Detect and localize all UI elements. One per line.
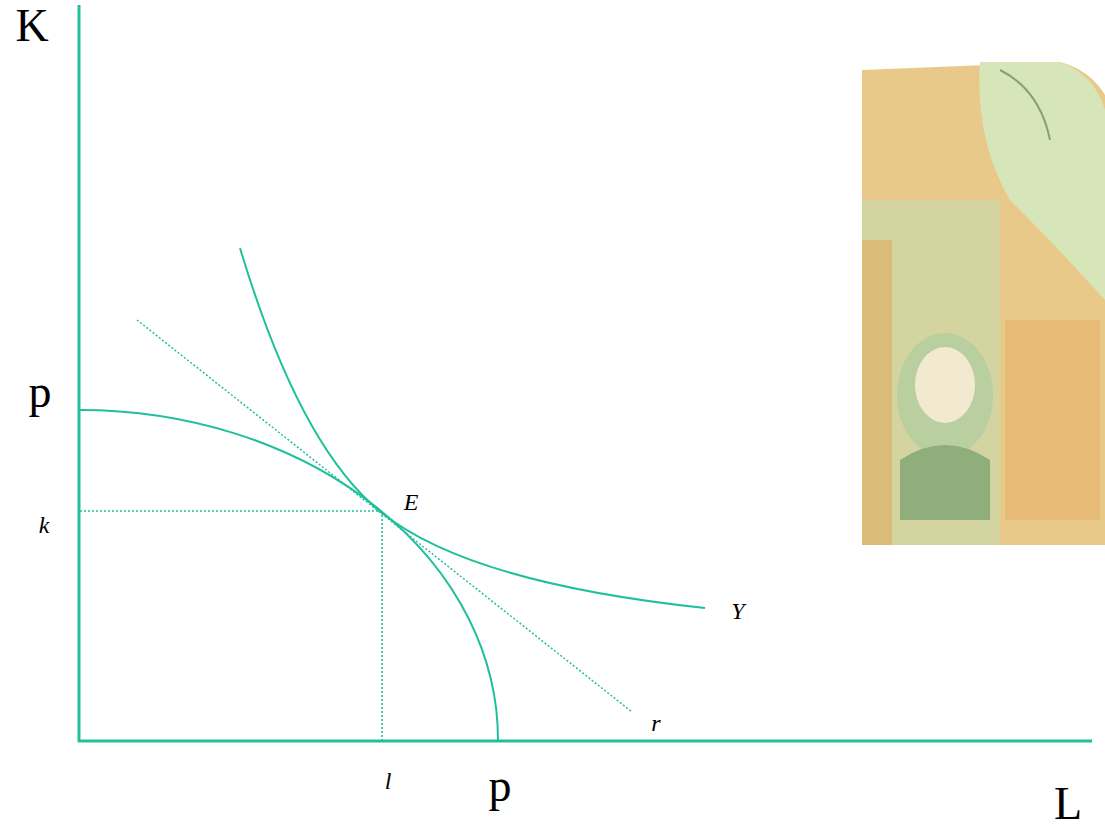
banknote-picture xyxy=(862,62,1105,545)
k-axis xyxy=(78,5,81,742)
curve-label: Y xyxy=(731,599,744,623)
axis-label: L xyxy=(1054,781,1082,827)
guide-line xyxy=(381,511,383,740)
point-label: E xyxy=(404,490,419,514)
value-label: l xyxy=(385,769,392,793)
l-axis xyxy=(78,740,1092,743)
production-frontier xyxy=(80,410,498,740)
isoquant xyxy=(240,248,705,608)
curves xyxy=(78,5,1092,742)
guide-line xyxy=(80,510,382,512)
value-label: k xyxy=(39,513,50,537)
tangent-line xyxy=(137,320,632,712)
curve-label: p xyxy=(29,369,52,415)
axis-label: K xyxy=(15,3,48,49)
curve-label: p xyxy=(489,763,512,809)
line-label: r xyxy=(651,711,660,735)
